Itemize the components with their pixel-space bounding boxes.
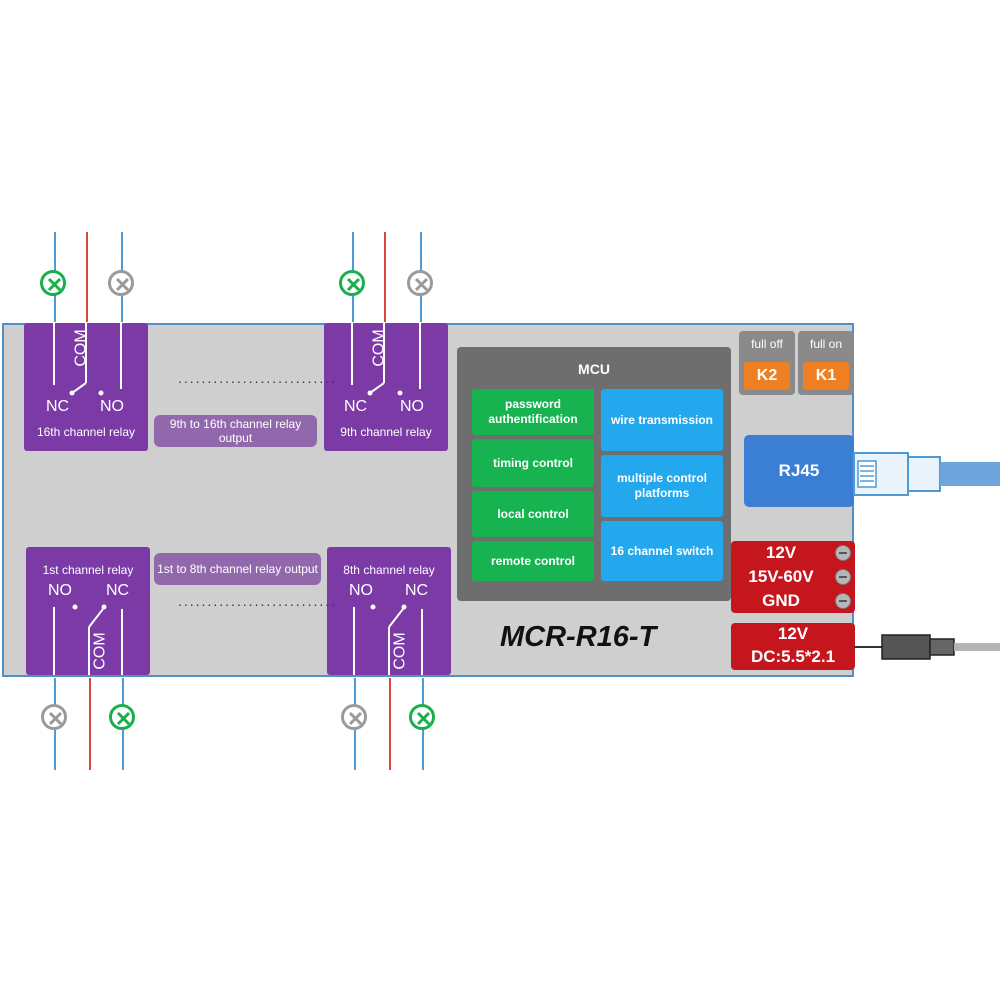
nc-label: NC — [46, 398, 70, 415]
nc-label: NC — [106, 582, 130, 599]
relay-9: COM NC NO 9th channel relay — [324, 323, 448, 451]
power-12v-label: 12V — [765, 543, 797, 562]
lamp-icon — [41, 704, 67, 730]
no-label: NO — [349, 582, 373, 599]
screw-terminal-icon — [835, 593, 851, 609]
wire-red — [389, 678, 391, 770]
no-label: NO — [400, 398, 424, 415]
relay-title: 8th channel relay — [343, 563, 435, 577]
mcu-block: MCU password authentification timing con… — [457, 347, 731, 601]
power-gnd-label: GND — [762, 591, 800, 610]
func-password-authentification: password authentification — [472, 389, 594, 435]
com-label: COM — [370, 329, 388, 367]
ethernet-cable-icon — [853, 452, 1000, 496]
relay-title: 16th channel relay — [36, 425, 136, 439]
no-label: NO — [100, 398, 124, 415]
k1-button[interactable]: K1 — [803, 362, 849, 390]
upper-range-label: 9th to 16th channel relay output — [154, 415, 317, 447]
relay-contact-icon — [53, 323, 122, 396]
lower-range-label: 1st to 8th channel relay output — [154, 553, 321, 585]
dc-12v-label: 12V — [777, 624, 809, 643]
lamp-icon — [341, 704, 367, 730]
relay-16: COM NC NO 16th channel relay — [24, 323, 148, 451]
func-remote-control: remote control — [472, 541, 594, 581]
relay-contact-icon — [53, 604, 123, 675]
func-multiple-control-platforms: multiple control platforms — [601, 455, 723, 517]
dc-size-label: DC:5.5*2.1 — [750, 647, 836, 666]
nc-label: NC — [405, 582, 429, 599]
lamp-icon — [108, 270, 134, 296]
wire-red — [86, 232, 88, 322]
screw-terminal-icon — [835, 545, 851, 561]
relay-1: 1st channel relay NO NC COM — [26, 547, 150, 675]
dc-plug-icon — [854, 634, 1000, 660]
power-terminal: 12V 15V-60V GND — [731, 541, 855, 613]
func-timing-control: timing control — [472, 439, 594, 487]
lamp-icon — [339, 270, 365, 296]
k2-button[interactable]: K2 — [744, 362, 790, 390]
relay-contact-icon — [353, 604, 423, 675]
func-wire-transmission: wire transmission — [601, 389, 723, 451]
rj45-port: RJ45 — [744, 435, 854, 507]
nc-label: NC — [344, 398, 368, 415]
wire-red — [89, 678, 91, 770]
relay-8: 8th channel relay NO NC COM — [327, 547, 451, 675]
screw-terminal-icon — [835, 569, 851, 585]
lamp-icon — [109, 704, 135, 730]
func-16-channel-switch: 16 channel switch — [601, 521, 723, 581]
lamp-icon — [409, 704, 435, 730]
full-on-box: full on K1 — [798, 331, 854, 395]
com-label: COM — [391, 632, 409, 670]
full-off-box: full off K2 — [739, 331, 795, 395]
model-name: MCR-R16-T — [500, 621, 657, 653]
dotted-separator: ........................... — [178, 593, 338, 609]
full-off-label: full off — [751, 337, 783, 351]
relay-contact-icon — [351, 323, 421, 396]
lamp-icon — [407, 270, 433, 296]
func-local-control: local control — [472, 491, 594, 537]
com-label: COM — [72, 329, 90, 367]
no-label: NO — [48, 582, 72, 599]
power-range-label: 15V-60V — [748, 567, 814, 586]
wire-red — [384, 232, 386, 322]
relay-title: 1st channel relay — [42, 563, 134, 577]
dotted-separator: ........................... — [178, 370, 338, 386]
relay-title: 9th channel relay — [340, 425, 432, 439]
full-on-label: full on — [809, 337, 843, 351]
dc-jack: 12V DC:5.5*2.1 — [731, 623, 855, 670]
mcu-title: MCU — [578, 361, 610, 377]
com-label: COM — [91, 632, 109, 670]
lamp-icon — [40, 270, 66, 296]
